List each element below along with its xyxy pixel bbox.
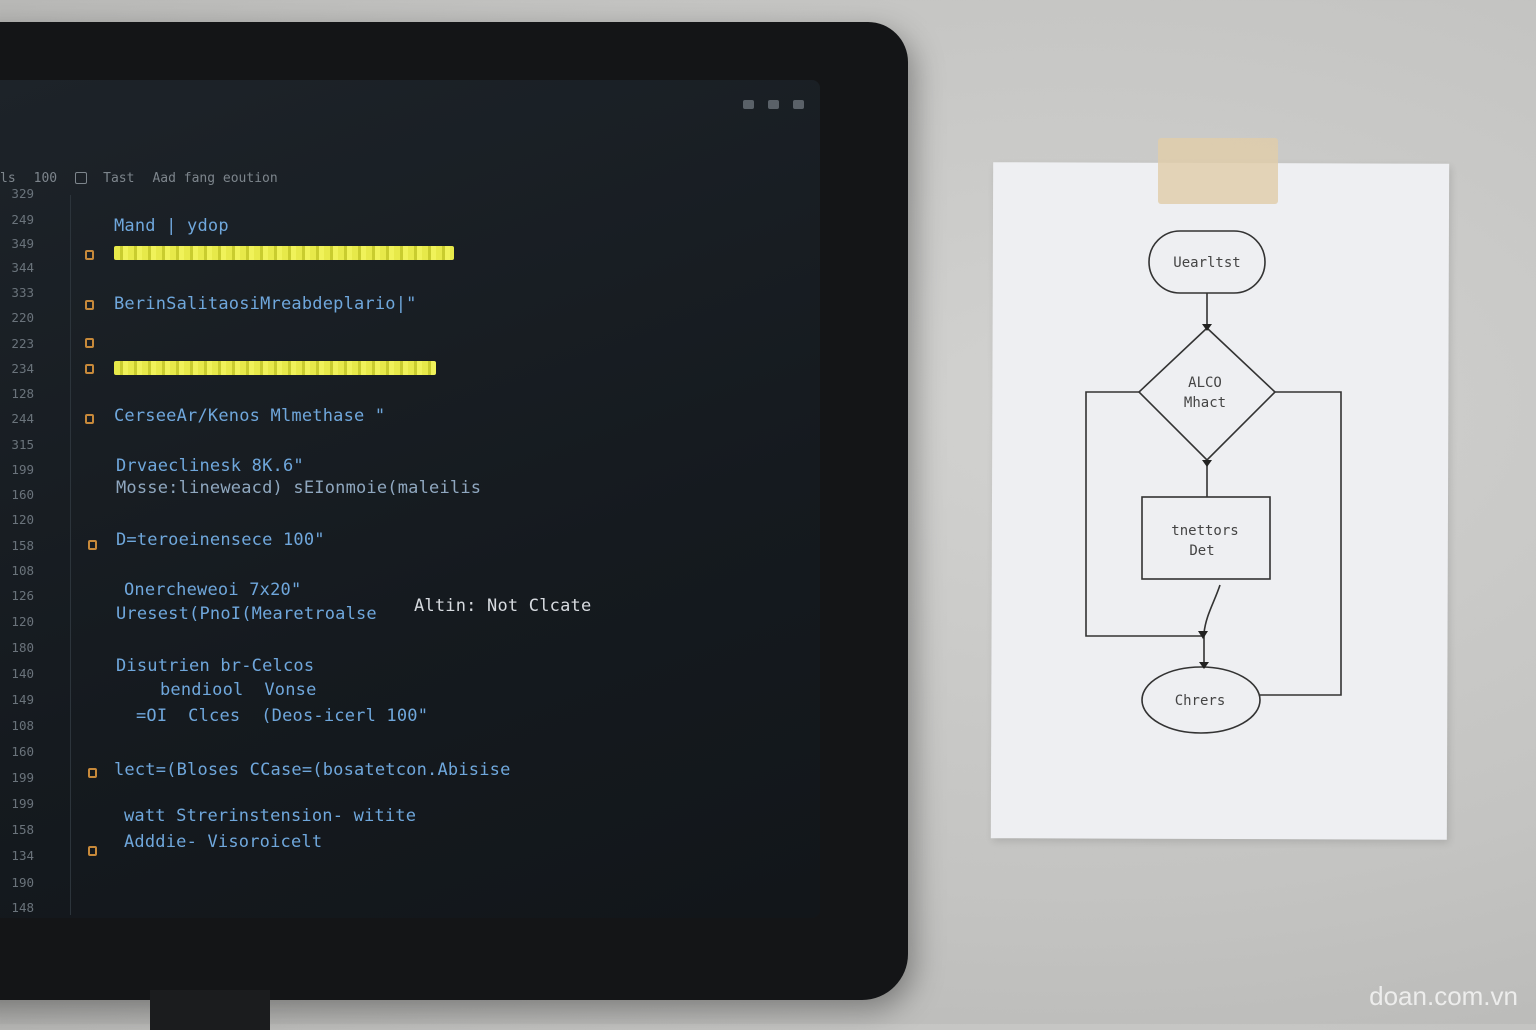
flowchart-decision-node xyxy=(1137,326,1277,462)
line-number: 126 xyxy=(11,588,34,603)
line-number: 349 xyxy=(11,236,34,251)
computer-monitor: ls 100 Tast Aad fang eoution 329 249 349… xyxy=(0,22,908,1000)
code-line[interactable]: Mosse:lineweacd) sEIonmoie(maleilis xyxy=(116,478,482,498)
arrowhead-icon xyxy=(1199,662,1209,669)
line-number: 190 xyxy=(11,875,34,890)
code-line[interactable]: bendiool Vonse xyxy=(160,680,317,700)
code-line[interactable]: Uresest(PnoI(Mearetroalse xyxy=(116,604,377,624)
menu-item-aad[interactable]: Aad fang eoution xyxy=(152,170,278,186)
line-number: 223 xyxy=(11,336,34,351)
watermark-text: doan.com.vn xyxy=(1369,981,1518,1011)
line-number: 344 xyxy=(11,260,34,275)
flowchart-process-label: tnettors xyxy=(1171,523,1238,539)
document-icon[interactable] xyxy=(75,172,88,184)
minimize-icon[interactable] xyxy=(743,100,754,109)
window-controls xyxy=(743,100,804,109)
line-number: 220 xyxy=(11,310,34,325)
code-line[interactable]: BerinSalitaosiMreabdeplario|" xyxy=(114,294,417,314)
line-number: 149 xyxy=(11,692,34,707)
line-number: 120 xyxy=(11,614,34,629)
line-number: 140 xyxy=(11,666,34,681)
breakpoint-marker[interactable] xyxy=(85,300,94,310)
arrowhead-icon xyxy=(1202,324,1212,331)
menu-item-tast[interactable]: Tast xyxy=(103,170,135,186)
line-number: 148 xyxy=(11,900,34,915)
line-number: 180 xyxy=(11,640,34,655)
code-line[interactable]: watt Strerinstension- witite xyxy=(124,806,417,826)
code-editor-screen: ls 100 Tast Aad fang eoution 329 249 349… xyxy=(0,80,820,918)
line-number: 120 xyxy=(11,512,34,527)
line-number: 160 xyxy=(11,487,34,502)
line-number: 249 xyxy=(11,212,34,227)
flowchart-decision-label: Mhact xyxy=(1184,395,1226,411)
code-line[interactable]: Disutrien br-Celcos xyxy=(116,656,315,676)
flowchart-process-label: Det xyxy=(1189,543,1214,559)
line-number: 199 xyxy=(11,770,34,785)
flowchart-decision-label: ALCO xyxy=(1188,375,1222,391)
breakpoint-marker[interactable] xyxy=(85,364,94,374)
breakpoint-marker[interactable] xyxy=(88,540,97,550)
code-line[interactable]: Drvaeclinesk 8K.6" xyxy=(116,456,304,476)
highlighted-code-line[interactable] xyxy=(114,246,454,260)
line-number: 234 xyxy=(11,361,34,376)
close-icon[interactable] xyxy=(793,100,804,109)
line-number: 329 xyxy=(11,186,34,201)
flowchart-diagram: Uearltst ALCO Mhact tnettors Det Chrers xyxy=(1085,230,1342,734)
code-line[interactable]: =OI Clces (Deos-icerl 100" xyxy=(136,706,429,726)
breakpoint-marker[interactable] xyxy=(88,768,97,778)
maximize-icon[interactable] xyxy=(768,100,779,109)
breakpoint-marker[interactable] xyxy=(85,250,94,260)
line-number: 158 xyxy=(11,822,34,837)
arrowhead-icon xyxy=(1202,460,1212,467)
arrowhead-icon xyxy=(1198,631,1208,639)
flowchart-loop-left xyxy=(1085,391,1204,637)
line-number: 108 xyxy=(11,718,34,733)
menu-item-100[interactable]: 100 xyxy=(33,170,58,186)
line-number: 134 xyxy=(11,848,34,863)
flowchart-connector xyxy=(1203,584,1221,668)
monitor-stand xyxy=(150,990,270,1030)
flowchart-start-label: Uearltst xyxy=(1173,255,1240,271)
masking-tape xyxy=(1158,138,1278,204)
code-line[interactable]: Onercheweoi 7x20" xyxy=(124,580,302,600)
flowchart-end-label: Chrers xyxy=(1175,693,1226,709)
breakpoint-marker[interactable] xyxy=(85,414,94,424)
flowchart-loop-right xyxy=(1260,391,1342,696)
code-line[interactable]: D=teroeinensece 100" xyxy=(116,530,325,550)
line-number: 199 xyxy=(11,462,34,477)
code-line[interactable]: lect=(Bloses CCase=(bosatetcon.Abisise xyxy=(114,760,511,780)
code-line[interactable]: Adddie- Visoroicelt xyxy=(124,832,323,852)
breakpoint-marker[interactable] xyxy=(85,338,94,348)
line-number: 160 xyxy=(11,744,34,759)
line-number: 158 xyxy=(11,538,34,553)
line-number: 315 xyxy=(11,437,34,452)
menu-item-ls[interactable]: ls xyxy=(0,170,16,186)
line-number: 199 xyxy=(11,796,34,811)
code-line[interactable]: Mand | ydop xyxy=(114,216,229,236)
line-number: 244 xyxy=(11,411,34,426)
line-number: 128 xyxy=(11,386,34,401)
code-line[interactable]: CerseeAr/Kenos Mlmethase " xyxy=(114,406,386,426)
line-number: 108 xyxy=(11,563,34,578)
code-line[interactable]: Altin: Not Clcate xyxy=(414,596,592,616)
highlighted-code-line[interactable] xyxy=(114,361,436,375)
gutter-divider xyxy=(70,195,71,915)
flowchart-process-node xyxy=(1141,496,1271,580)
line-number: 333 xyxy=(11,285,34,300)
flowchart-end-node xyxy=(1141,666,1261,734)
editor-menubar: ls 100 Tast Aad fang eoution xyxy=(0,168,296,188)
breakpoint-marker[interactable] xyxy=(88,846,97,856)
